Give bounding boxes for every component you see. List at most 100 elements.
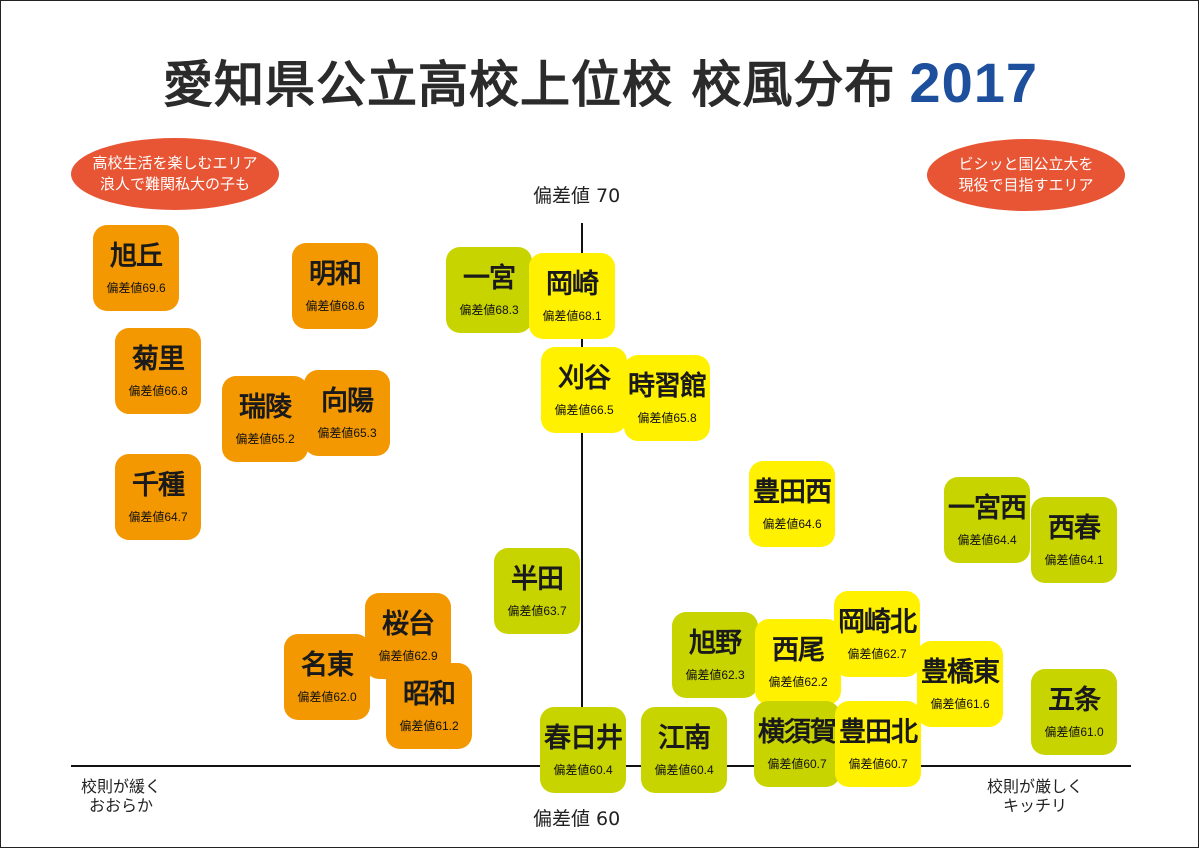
school-name: 桜台 xyxy=(382,608,435,640)
school-score: 偏差値64.6 xyxy=(762,515,821,532)
school-name: 一宮西 xyxy=(948,492,1027,524)
score-prefix: 偏差値 xyxy=(768,674,805,689)
score-value: 60.4 xyxy=(589,762,613,777)
score-value: 61.2 xyxy=(435,718,459,733)
school-score: 偏差値62.0 xyxy=(297,688,356,705)
school-box: 時習館偏差値65.8 xyxy=(624,355,710,441)
school-box: 刈谷偏差値66.5 xyxy=(541,347,627,433)
school-box: 昭和偏差値61.2 xyxy=(386,663,472,749)
school-score: 偏差値66.5 xyxy=(554,401,613,418)
score-value: 68.3 xyxy=(495,302,519,317)
school-box: 向陽偏差値65.3 xyxy=(304,370,390,456)
axis-bottom-label: 偏差値 60 xyxy=(533,808,621,830)
score-prefix: 偏差値 xyxy=(554,402,591,417)
axis-left-label: 校則が緩く おおらか xyxy=(81,777,161,815)
bubble-line: 現役で目指すエリア xyxy=(958,176,1094,194)
school-box: 一宮偏差値68.3 xyxy=(446,247,532,333)
score-prefix: 偏差値 xyxy=(553,762,590,777)
score-prefix: 偏差値 xyxy=(762,516,799,531)
school-name: 豊田西 xyxy=(753,476,832,508)
school-box: 西春偏差値64.1 xyxy=(1031,497,1117,583)
school-score: 偏差値68.6 xyxy=(305,297,364,314)
score-prefix: 偏差値 xyxy=(1044,724,1081,739)
score-prefix: 偏差値 xyxy=(654,762,691,777)
score-value: 61.0 xyxy=(1080,724,1104,739)
school-name: 春日井 xyxy=(544,722,623,754)
score-prefix: 偏差値 xyxy=(459,302,496,317)
school-box: 半田偏差値63.7 xyxy=(494,548,580,634)
score-prefix: 偏差値 xyxy=(848,756,885,771)
axis-left-line: おおらか xyxy=(89,796,154,815)
score-value: 64.7 xyxy=(164,509,188,524)
school-score: 偏差値69.6 xyxy=(106,279,165,296)
score-value: 62.2 xyxy=(804,674,828,689)
score-prefix: 偏差値 xyxy=(685,667,722,682)
school-box: 菊里偏差値66.8 xyxy=(115,328,201,414)
school-name: 時習館 xyxy=(628,370,707,402)
score-value: 63.7 xyxy=(543,603,567,618)
school-box: 西尾偏差値62.2 xyxy=(755,619,841,705)
school-score: 偏差値60.4 xyxy=(654,761,713,778)
school-score: 偏差値68.1 xyxy=(542,307,601,324)
school-name: 旭野 xyxy=(689,627,742,659)
school-name: 向陽 xyxy=(321,385,374,417)
school-score: 偏差値64.4 xyxy=(957,531,1016,548)
score-value: 64.6 xyxy=(798,516,822,531)
school-score: 偏差値64.1 xyxy=(1044,551,1103,568)
school-name: 瑞陵 xyxy=(239,391,292,423)
score-value: 66.8 xyxy=(164,383,188,398)
axis-top-label: 偏差値 70 xyxy=(533,185,621,207)
school-score: 偏差値60.7 xyxy=(767,755,826,772)
school-score: 偏差値61.6 xyxy=(930,695,989,712)
vertical-axis xyxy=(581,223,583,767)
score-prefix: 偏差値 xyxy=(378,648,415,663)
bubble-line: ビシッと国公立大を xyxy=(958,155,1094,173)
school-score: 偏差値60.4 xyxy=(553,761,612,778)
bubble-line: 高校生活を楽しむエリア xyxy=(92,154,258,172)
school-box: 岡崎北偏差値62.7 xyxy=(834,591,920,677)
school-name: 千種 xyxy=(132,469,185,501)
school-name: 半田 xyxy=(511,563,564,595)
school-name: 菊里 xyxy=(132,343,185,375)
score-value: 62.0 xyxy=(333,689,357,704)
school-score: 偏差値61.0 xyxy=(1044,723,1103,740)
school-name: 旭丘 xyxy=(110,240,163,272)
school-box: 明和偏差値68.6 xyxy=(292,243,378,329)
score-prefix: 偏差値 xyxy=(847,646,884,661)
left-area-bubble: 高校生活を楽しむエリア 浪人で難関私大の子も xyxy=(71,138,279,210)
school-box: 千種偏差値64.7 xyxy=(115,454,201,540)
score-value: 62.9 xyxy=(414,648,438,663)
score-prefix: 偏差値 xyxy=(235,431,272,446)
school-score: 偏差値61.2 xyxy=(399,717,458,734)
score-prefix: 偏差値 xyxy=(507,603,544,618)
school-box: 豊田西偏差値64.6 xyxy=(749,461,835,547)
title-year: 2017 xyxy=(909,51,1038,114)
score-value: 65.8 xyxy=(673,410,697,425)
title-main: 愛知県公立高校上位校 校風分布 xyxy=(163,56,896,114)
school-score: 偏差値68.3 xyxy=(459,301,518,318)
school-name: 横須賀 xyxy=(758,716,837,748)
score-prefix: 偏差値 xyxy=(637,410,674,425)
school-score: 偏差値62.9 xyxy=(378,647,437,664)
score-prefix: 偏差値 xyxy=(399,718,436,733)
school-name: 岡崎北 xyxy=(838,606,917,638)
school-score: 偏差値62.3 xyxy=(685,666,744,683)
score-prefix: 偏差値 xyxy=(106,280,143,295)
school-score: 偏差値65.3 xyxy=(317,424,376,441)
score-prefix: 偏差値 xyxy=(767,756,804,771)
axis-right-line: キッチリ xyxy=(1003,796,1068,815)
school-score: 偏差値62.2 xyxy=(768,673,827,690)
score-value: 68.6 xyxy=(341,298,365,313)
school-score: 偏差値64.7 xyxy=(128,508,187,525)
score-prefix: 偏差値 xyxy=(542,308,579,323)
score-prefix: 偏差値 xyxy=(305,298,342,313)
school-name: 名東 xyxy=(301,649,354,681)
school-box: 岡崎偏差値68.1 xyxy=(529,253,615,339)
school-name: 西尾 xyxy=(772,634,825,666)
score-prefix: 偏差値 xyxy=(128,509,165,524)
score-prefix: 偏差値 xyxy=(957,532,994,547)
school-score: 偏差値63.7 xyxy=(507,602,566,619)
right-area-bubble: ビシッと国公立大を 現役で目指すエリア xyxy=(927,139,1125,211)
